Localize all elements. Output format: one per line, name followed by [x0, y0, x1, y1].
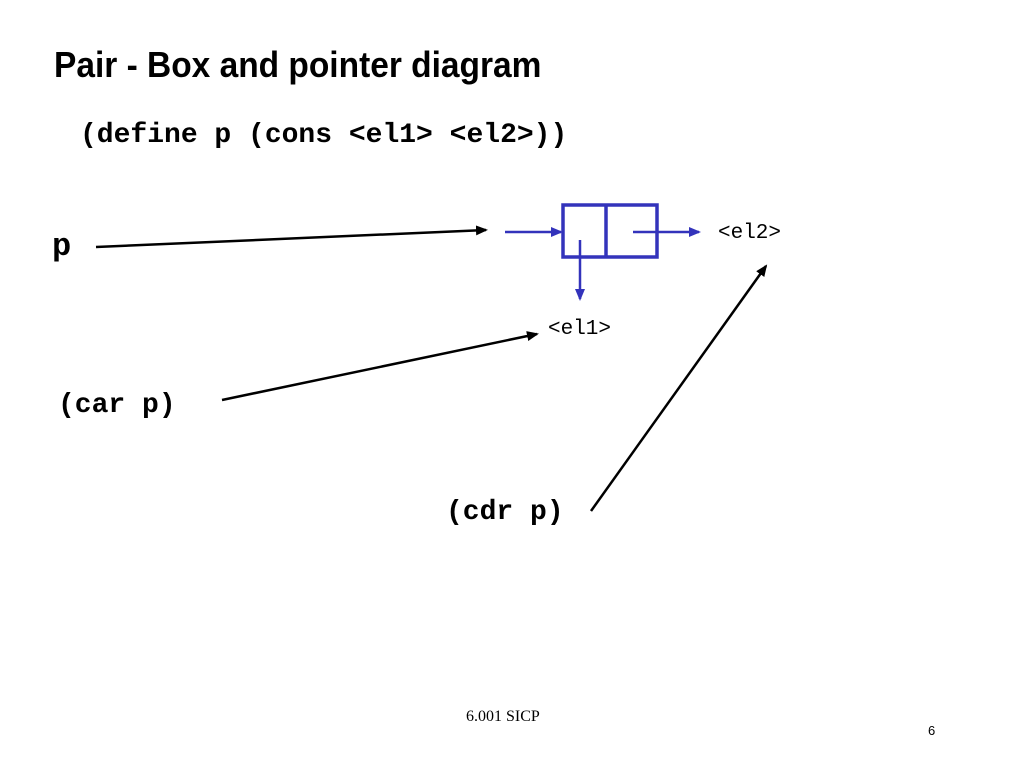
slide-title: Pair - Box and pointer diagram: [54, 44, 542, 85]
cdr-pointer-arrow: [589, 264, 768, 512]
car-expression: (car p): [58, 390, 176, 421]
el1-label: <el1>: [548, 318, 612, 341]
page-number: 6: [928, 723, 936, 738]
p-pointer-arrow: [95, 225, 488, 249]
car-pointer-arrow: [221, 331, 539, 402]
variable-p-label: p: [52, 228, 72, 265]
footer-course-label: 6.001 SICP: [466, 708, 540, 725]
cdr-expression: (cdr p): [446, 497, 564, 528]
el2-label: <el2>: [718, 222, 782, 245]
define-expression: (define p (cons <el1> <el2>)): [80, 120, 568, 151]
